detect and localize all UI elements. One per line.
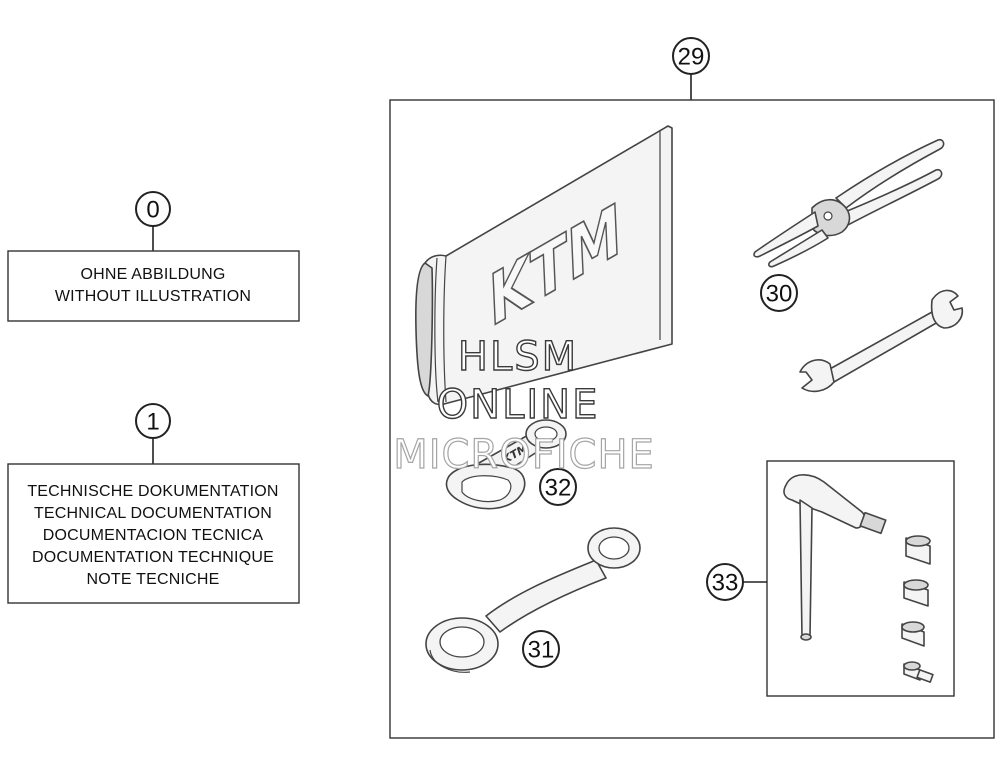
item-0-group: 0 OHNE ABBILDUNG WITHOUT ILLUSTRATION: [7, 191, 300, 322]
callout-32: 32: [545, 475, 572, 502]
callout-31: 31: [528, 637, 555, 664]
callout-33-circle: [706, 563, 744, 601]
open-end-wrench-icon: [799, 289, 964, 393]
callout-32-circle: [539, 468, 577, 506]
documentation-box: [7, 463, 300, 604]
documentation-line-5: NOTE TECNICHE: [87, 571, 220, 588]
documentation-line-4: DOCUMENTATION TECHNIQUE: [32, 549, 274, 566]
documentation-line-1: TECHNISCHE DOKUMENTATION: [27, 483, 278, 500]
no-illustration-box: [7, 250, 300, 322]
t-handle-hex-key-icon: [783, 474, 887, 641]
callout-29: 29: [678, 44, 705, 71]
item-1-group: 1 TECHNISCHE DOKUMENTATION TECHNICAL DOC…: [7, 403, 300, 604]
callout-30: 30: [766, 281, 793, 308]
hook-spanner-icon: [425, 527, 641, 673]
documentation-line-3: DOCUMENTACION TECNICA: [43, 527, 264, 544]
toolkit-group: 29 KTM 30: [389, 37, 995, 739]
no-illustration-line-1: OHNE ABBILDUNG: [80, 266, 225, 283]
callout-30-circle: [760, 274, 798, 312]
watermark-line-1: HLSM: [458, 334, 578, 380]
pliers-icon: [753, 138, 945, 268]
watermark-line-2: ONLINE: [437, 382, 600, 428]
socket-bit-icon: [901, 535, 934, 683]
watermark-line-3: MICROFICHE: [393, 432, 655, 478]
callout-31-circle: [522, 630, 560, 668]
documentation-line-2: TECHNICAL DOCUMENTATION: [34, 505, 272, 522]
callout-0: 0: [146, 197, 159, 224]
no-illustration-line-2: WITHOUT ILLUSTRATION: [55, 288, 251, 305]
callout-1: 1: [146, 409, 159, 436]
callout-33: 33: [712, 570, 739, 597]
box-end-wrench-icon: KTM: [445, 419, 567, 510]
watermark: HLSM ONLINE MICROFICHE: [393, 333, 655, 478]
